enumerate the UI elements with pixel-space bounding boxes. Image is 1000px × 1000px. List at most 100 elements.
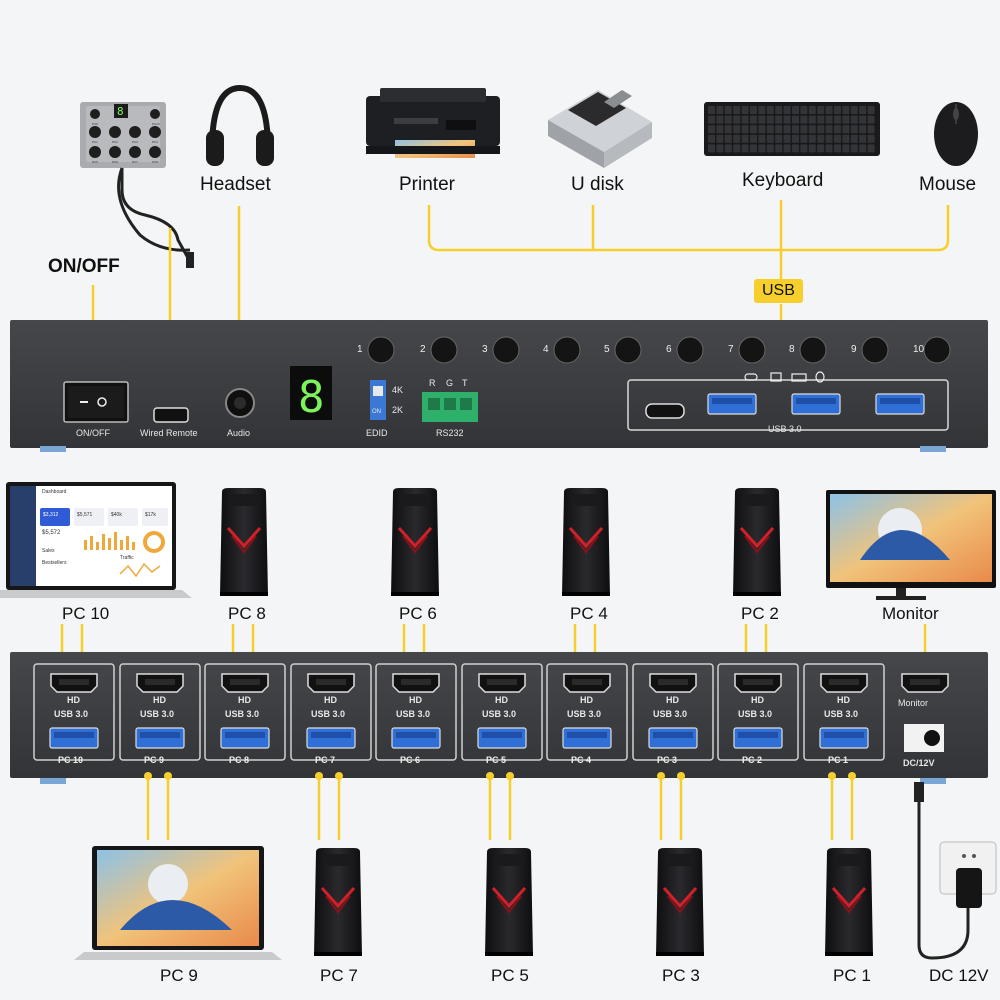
- keyboard-key: [859, 144, 867, 153]
- port-group-frame: [546, 663, 628, 761]
- hdmi-port: [734, 673, 782, 693]
- rear-button-number-3: 3: [482, 344, 488, 355]
- port-group-pc5: [461, 663, 543, 761]
- keyboard-key: [800, 144, 808, 153]
- rear-on-off-label: ON/OFF: [76, 428, 110, 438]
- mouse-icon: [934, 102, 978, 166]
- rs232-pin-t: T: [462, 378, 468, 388]
- keyboard-key: [750, 115, 757, 124]
- keyboard-key: [741, 125, 749, 134]
- port-group-pc10: [33, 663, 115, 761]
- usb-label: USB 3.0: [738, 709, 773, 719]
- keyboard-key: [817, 134, 825, 143]
- keyboard-key: [750, 134, 757, 143]
- keyboard-key: [708, 125, 715, 134]
- u-disk-icon: [548, 90, 652, 168]
- keyboard-key: [792, 106, 799, 114]
- headset-icon: [206, 84, 274, 166]
- keyboard-key: [750, 125, 757, 134]
- keyboard-key: [733, 134, 741, 143]
- keyboard-key: [834, 144, 841, 153]
- keyboard-key: [792, 144, 799, 153]
- port-pc-label: PC 5: [486, 755, 507, 765]
- cable-end-dot: [144, 772, 152, 780]
- keyboard-key: [766, 144, 774, 153]
- keyboard-key: [775, 115, 783, 124]
- cable-end-dot: [335, 772, 343, 780]
- keyboard-key: [724, 125, 732, 134]
- laptop-value1: $5,572: [42, 530, 61, 536]
- remote-key-label: PC4: [152, 140, 158, 144]
- keyboard-key: [708, 106, 715, 114]
- pc5-tower: [483, 846, 535, 958]
- usb-label: USB 3.0: [567, 709, 602, 719]
- rear-button-number-7: 7: [728, 344, 734, 355]
- rear-wired-remote-label: Wired Remote: [140, 428, 198, 438]
- keyboard-key: [834, 106, 841, 114]
- port-pc-label: PC 8: [229, 755, 250, 765]
- hdmi-port: [563, 673, 611, 693]
- edid-on-label: ON: [372, 409, 381, 415]
- usb-port: [220, 727, 270, 749]
- laptop-pc10: [0, 482, 192, 598]
- laptop-bestsellers: Bestsellers: [42, 560, 67, 566]
- keyboard-key: [783, 134, 791, 143]
- hdmi-label: HD: [238, 695, 251, 705]
- hdmi-port: [820, 673, 868, 693]
- keyboard-key: [850, 125, 858, 134]
- monitor-device: [826, 490, 996, 600]
- keyboard-key: [716, 125, 724, 134]
- port-group-pc2: [717, 663, 799, 761]
- keyboard-key: [834, 134, 841, 143]
- usb-label: USB 3.0: [824, 709, 859, 719]
- usb-port: [648, 727, 698, 749]
- cable-end-dot: [486, 772, 494, 780]
- laptop-dashboard-heading: Dashboard: [42, 489, 67, 495]
- keyboard-key: [724, 106, 732, 114]
- dc-cable: [914, 782, 970, 960]
- remote-key-label: PC3: [132, 140, 138, 144]
- wired-remote-device: 8: [80, 102, 194, 268]
- keyboard-key: [716, 115, 724, 124]
- hdmi-label: HD: [67, 695, 80, 705]
- usb-port: [135, 727, 185, 749]
- usb-port: [819, 727, 869, 749]
- keyboard-key: [733, 115, 741, 124]
- keyboard-key: [834, 115, 841, 124]
- pc6-tower: [389, 486, 441, 598]
- rs232-pin-g: G: [446, 378, 454, 388]
- keyboard-key: [859, 106, 867, 114]
- port-pc-label: PC 9: [144, 755, 165, 765]
- keyboard-key: [758, 106, 766, 114]
- hdmi-label: HD: [580, 695, 593, 705]
- mouse-label: Mouse: [919, 174, 977, 195]
- keyboard-key: [783, 115, 791, 124]
- keyboard-key: [850, 144, 858, 153]
- rear-button-number-9: 9: [851, 344, 857, 355]
- keyboard-key: [817, 106, 825, 114]
- keyboard-key: [750, 106, 757, 114]
- pc3-label: PC 3: [662, 966, 700, 985]
- keyboard-key: [867, 144, 875, 153]
- keyboard-key: [825, 125, 833, 134]
- hdmi-port: [307, 673, 355, 693]
- usb-port: [306, 727, 356, 749]
- printer-icon: [366, 88, 500, 158]
- remote-key-label: PC10: [152, 122, 160, 126]
- port-group-pc3: [632, 663, 714, 761]
- keyboard-key: [859, 125, 867, 134]
- keyboard-key: [867, 125, 875, 134]
- remote-key-label: PC7: [132, 160, 138, 164]
- port-group-frame: [632, 663, 714, 761]
- rear-button-number-6: 6: [666, 344, 672, 355]
- laptop-stat1: $3,312: [43, 512, 59, 518]
- keyboard-key: [724, 134, 732, 143]
- keyboard-key: [783, 106, 791, 114]
- keyboard-key: [724, 144, 732, 153]
- hdmi-label: HD: [324, 695, 337, 705]
- port-pc-label: PC 3: [657, 755, 678, 765]
- pc4-label: PC 4: [570, 604, 608, 623]
- keyboard-key: [850, 106, 858, 114]
- usb-label: USB 3.0: [311, 709, 346, 719]
